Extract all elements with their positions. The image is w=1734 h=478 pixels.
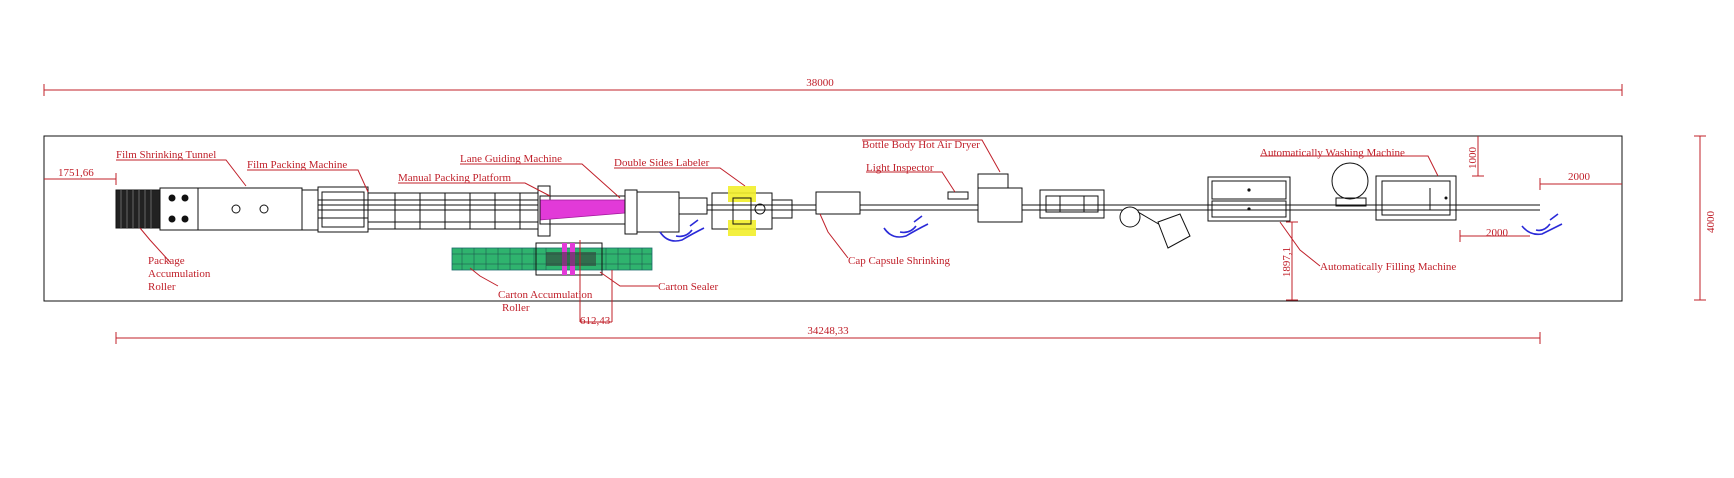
dimension-right-clearance: 2000 [1539, 171, 1622, 190]
label-carton-sealer: Carton Sealer [658, 281, 719, 293]
dim-612: 612,43 [580, 315, 611, 327]
dimension-line-length: 34248,33 [115, 325, 1541, 344]
label-double-sides-labeler: Double Sides Labeler [614, 157, 710, 169]
label-cap-capsule-shrinking: Cap Capsule Shrinking [848, 255, 951, 267]
lane-guiding-machine [539, 189, 638, 235]
film-packing-machine [301, 186, 369, 233]
cap-capsule-shrinking [815, 191, 861, 215]
label-film-packing-machine: Film Packing Machine [247, 159, 347, 171]
label-film-shrinking-tunnel: Film Shrinking Tunnel [116, 149, 216, 161]
dim-38000: 38000 [806, 77, 834, 89]
label-lane-guiding-machine: Lane Guiding Machine [460, 153, 562, 165]
label-package-1: Package [148, 255, 185, 267]
automatically-filling-machine [1207, 176, 1291, 222]
light-inspector [947, 191, 969, 200]
manual-packing-platform [367, 185, 551, 237]
bottle-body-hot-air-dryer [977, 173, 1023, 223]
leader-lines [116, 139, 1439, 287]
label-light-inspector: Light Inspector [866, 162, 934, 174]
dimension-carton-offset: 612,43 [579, 240, 613, 327]
dim-1897: 1897,1 [1281, 247, 1293, 277]
double-sides-labeler [636, 186, 793, 236]
film-shrinking-tunnel [159, 187, 303, 231]
label-automatically-washing-machine: Automatically Washing Machine [1260, 147, 1405, 159]
label-package-3: Roller [148, 281, 176, 293]
automatically-washing-machine [1331, 162, 1457, 221]
label-carton-accumulation-2: Roller [502, 302, 530, 314]
dimension-left-offset: 1751,66 [44, 167, 117, 185]
label-package-2: Accumulation [148, 268, 211, 280]
dim-34248: 34248,33 [807, 325, 849, 337]
capping-machine [1039, 189, 1105, 219]
dim-1000: 1000 [1467, 147, 1479, 170]
dimension-total-length: 38000 [43, 77, 1623, 96]
carton-sealer [535, 242, 603, 276]
dim-4000: 4000 [1705, 211, 1717, 234]
label-manual-packing-platform: Manual Packing Platform [398, 172, 511, 184]
cap-hopper [1119, 206, 1191, 249]
package-accumulation-roller [115, 189, 161, 229]
dimension-filler-offset: 1897,1 [1281, 221, 1298, 301]
label-carton-accumulation-1: Carton Accumulation [498, 289, 593, 301]
label-bottle-body-hot-air-dryer: Bottle Body Hot Air Dryer [862, 139, 980, 151]
operator-icon [883, 215, 929, 238]
dim-2000-operator: 2000 [1486, 227, 1509, 239]
dimension-total-width: 4000 [1694, 135, 1717, 301]
dimension-operator-clearance: 2000 [1459, 227, 1530, 242]
room-outline [43, 135, 1623, 302]
operator-icon [659, 219, 705, 242]
operator-icon [1521, 213, 1563, 236]
label-automatically-filling-machine: Automatically Filling Machine [1320, 261, 1456, 273]
dim-1751: 1751,66 [58, 167, 94, 179]
dimension-washer-top: 1000 [1467, 136, 1484, 177]
dim-2000-right: 2000 [1568, 171, 1591, 183]
